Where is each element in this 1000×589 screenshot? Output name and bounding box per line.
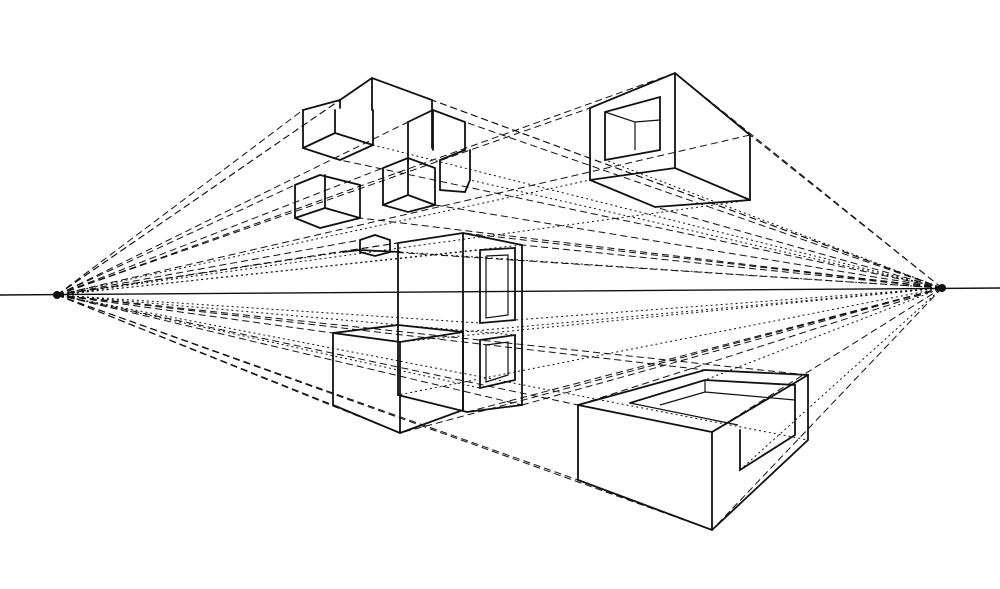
construction-line-left — [56, 77, 373, 296]
construction-line-left — [56, 294, 481, 389]
construction-line-left — [56, 294, 713, 531]
tall-center-box — [397, 232, 523, 413]
front-left-box — [332, 324, 464, 434]
construction-line-right — [711, 287, 943, 531]
construction-line-left — [56, 107, 591, 296]
construction-line-right — [431, 99, 943, 289]
construction-line-left — [56, 167, 384, 296]
construction-line-left — [56, 294, 579, 406]
construction-line-right — [521, 287, 943, 406]
construction-line-right — [466, 287, 943, 413]
upper-right-box — [589, 71, 751, 208]
construction-line-left — [56, 294, 706, 371]
construction-line-right — [604, 159, 943, 289]
construction-line-right — [521, 244, 943, 289]
construction-line-left — [56, 199, 751, 296]
construction-line-right — [704, 287, 943, 381]
construction-line-right — [577, 287, 943, 406]
construction-line-left — [56, 294, 523, 406]
construction-line-left — [56, 251, 344, 296]
construction-line-left — [56, 294, 334, 334]
construction-line-left — [56, 109, 304, 296]
construction-line-right — [711, 287, 943, 433]
construction-line-right — [462, 287, 943, 333]
construction-line-left — [56, 134, 751, 296]
construction-line-right — [372, 144, 943, 289]
horizon-line — [0, 287, 1000, 296]
construction-lines — [56, 72, 943, 531]
construction-line-right — [399, 287, 943, 343]
construction-line-left — [56, 232, 464, 296]
construction-line-right — [749, 134, 943, 289]
construction-line-right — [654, 206, 943, 289]
construction-line-left — [56, 179, 591, 296]
construction-line-right — [514, 287, 943, 321]
construction-line-left — [56, 239, 361, 296]
construction-line-left — [56, 294, 516, 336]
construction-line-right — [469, 179, 943, 289]
construction-line-left — [56, 294, 809, 376]
stacked-boxes-cluster — [294, 76, 471, 257]
construction-line-left — [56, 121, 409, 296]
construction-line-right — [399, 251, 943, 289]
construction-line-right — [464, 121, 943, 289]
construction-line-right — [462, 232, 943, 289]
construction-line-right — [739, 287, 943, 471]
bottom-right-box — [577, 369, 809, 532]
construction-line-left — [56, 294, 481, 324]
construction-line-right — [434, 204, 943, 289]
construction-line-right — [359, 217, 943, 289]
